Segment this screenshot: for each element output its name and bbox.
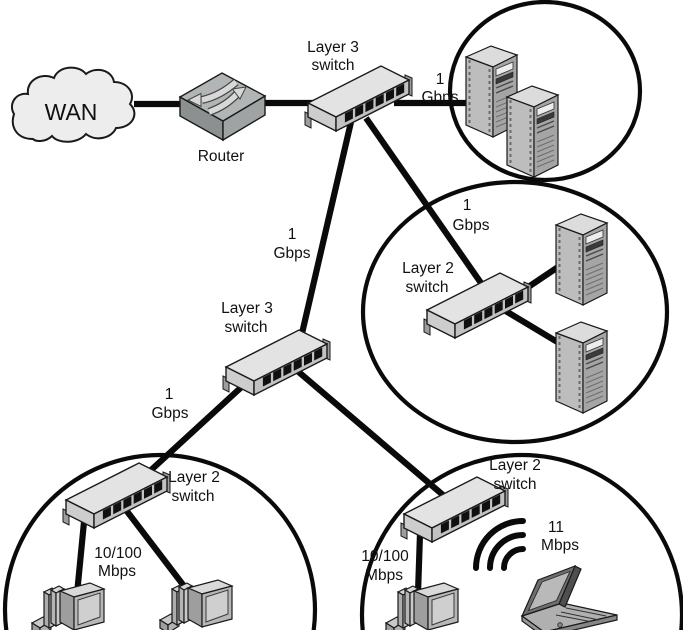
keyboard-lines [555,607,607,623]
link-core-server-group [363,116,484,285]
router-label: Router [198,148,245,165]
wan-cloud [10,66,136,143]
left-group-switch-label-1: Layer 2 [168,469,220,486]
trackball [557,622,563,628]
wireless-speed-label-2: Mbps [541,537,579,554]
wireless-speed-label-1: 11 [548,519,564,536]
right-group-switch-label-2: switch [493,476,536,493]
right-group-switch-label-1: Layer 2 [489,457,541,474]
link-distribution-leftgroup [147,379,250,474]
laptop-screen [527,570,571,612]
server-group-switch-label-1: Layer 2 [402,260,454,277]
link-rightswitch-pc [414,533,424,594]
server-group-switch-label-2: switch [405,279,448,296]
distribution-speed-label-2: Gbps [273,245,310,262]
leftgroup-speed-label-2: Gbps [151,405,188,422]
link-distribution-rightgroup [291,365,446,498]
wifi-signal-icon [473,518,526,571]
wireless-laptop [520,564,618,630]
link-servergroup-server2 [497,304,566,349]
distribution-switch-label-2: switch [224,319,267,336]
farm-speed-label-2: Gbps [421,89,458,106]
distribution-speed-label-1: 1 [288,226,297,243]
router [178,72,267,142]
left-pc-speed-label-2: Mbps [98,563,136,580]
servergroup-speed-label-2: Gbps [452,217,489,234]
server-group-server-2 [555,321,608,414]
right-pc-speed-label-1: 10/100 [361,548,409,565]
router-arrows-icon [186,78,247,116]
core-switch-label-2: switch [311,57,354,74]
wan-label: WAN [45,99,98,125]
right-pc-speed-label-2: Mbps [365,567,403,584]
server-farm-server-2 [506,85,559,178]
cloud-icon [10,66,136,143]
server-group-circle [360,179,670,445]
farm-speed-label-1: 1 [436,71,445,88]
leftgroup-speed-label-1: 1 [165,386,174,403]
core-switch-label-1: Layer 3 [307,39,359,56]
link-leftswitch-pc2 [123,508,190,592]
link-core-distribution [296,121,355,343]
link-leftswitch-pc1 [73,521,88,595]
server-group-server-1 [555,213,608,306]
left-pc-speed-label-1: 10/100 [94,545,142,562]
left-group-switch-label-2: switch [171,488,214,505]
distribution-switch-label-1: Layer 3 [221,300,273,317]
servergroup-speed-label-1: 1 [463,197,472,214]
